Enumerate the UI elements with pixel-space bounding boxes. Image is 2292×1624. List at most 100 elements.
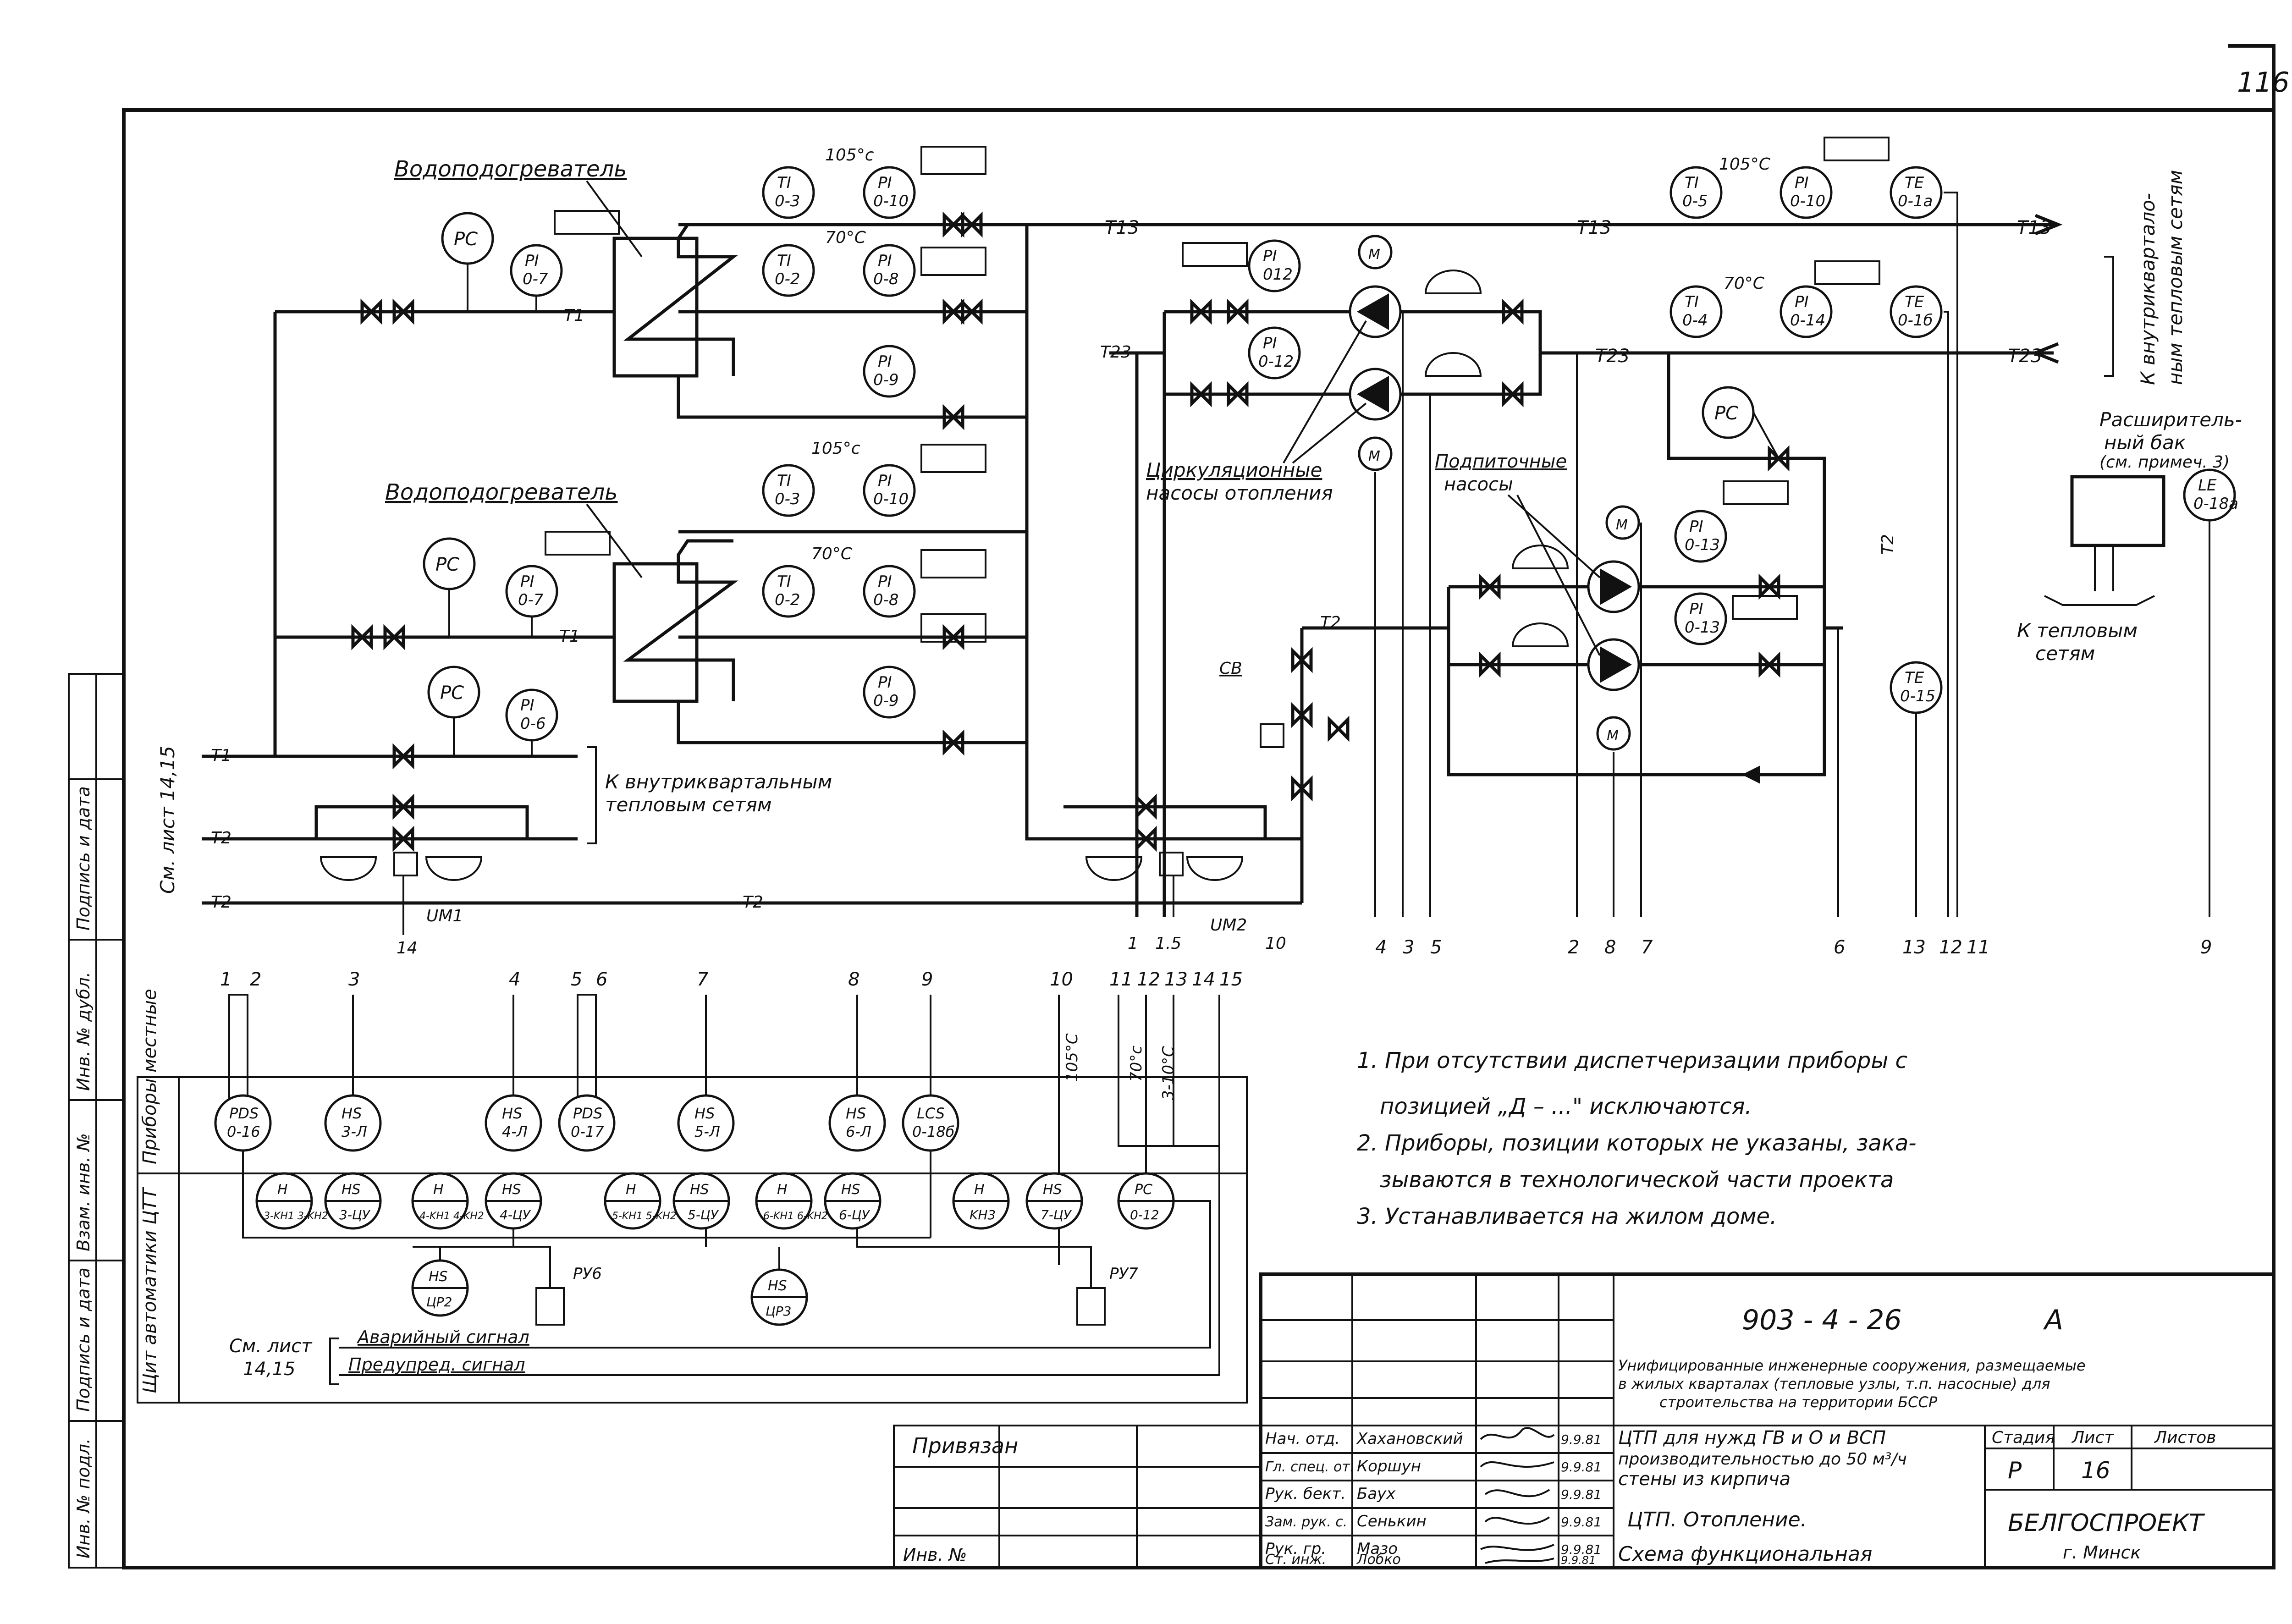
pi-0-12-tag: PI	[1263, 334, 1277, 352]
col-num-11: 11	[1109, 969, 1133, 990]
makeup-label-1: Подпиточные	[1435, 451, 1567, 472]
name-3: Сенькин	[1357, 1512, 1427, 1530]
motor-2-label: M	[1368, 448, 1380, 464]
ti-0-3-a-tag: TI	[777, 174, 791, 192]
n14-label: 14	[397, 939, 418, 958]
heater-1-label: Водоподогреватель	[394, 156, 627, 182]
motor-4	[1596, 716, 1631, 751]
cb-box	[1260, 723, 1284, 748]
pi-0-8-b-pos: 0-8	[873, 591, 899, 609]
note-3: 3. Устанавливается на жилом доме.	[1357, 1204, 1777, 1229]
heater-2: Водоподогреватель PC PI 0-7 T1 TI 0-3 PI…	[275, 439, 1109, 841]
ti-0-5-tag: TI	[1685, 174, 1699, 192]
to-networks-right-1: К внутриквартало-	[2137, 193, 2159, 385]
line-num-12: 12	[1939, 937, 1962, 958]
col-num-1: 1	[220, 969, 231, 990]
t2-label-c: T2	[743, 893, 763, 912]
ti-0-3-b	[762, 464, 815, 517]
pc-4-tag: PC	[1714, 403, 1738, 424]
note-1b: позицией „Д – ..." исключаются.	[1380, 1094, 1752, 1119]
py6-label: РУ6	[573, 1265, 602, 1283]
cv-valves	[1291, 647, 1350, 802]
circ-pumps-label-1: Циркуляционные	[1146, 459, 1322, 481]
placeholder-box	[1723, 480, 1789, 505]
pi-0-12	[1248, 326, 1301, 380]
h-kh3-pos: KH3	[970, 1207, 996, 1222]
ti-0-3-a-pos: 0-3	[775, 192, 800, 210]
hs-3-cu-tag: HS	[342, 1182, 361, 1198]
col-temp-70: 70°c	[1127, 1046, 1146, 1082]
relief-valves-left	[320, 856, 483, 881]
pump-arrow-1	[1357, 293, 1389, 330]
pds-0-17-tag: PDS	[573, 1105, 602, 1122]
ti-0-4-tag: TI	[1685, 293, 1699, 311]
cv-valve-main	[1135, 793, 1157, 852]
pi-012	[1248, 239, 1301, 292]
te-0-1a	[1890, 166, 1943, 219]
sheet-corner-number: 116	[2237, 66, 2290, 99]
relief-valves-bottom	[1085, 856, 1244, 881]
um2-label: UM2	[1210, 916, 1247, 935]
ti-0-5-pos: 0-5	[1682, 192, 1708, 210]
date-5: 9.9.81	[1561, 1554, 1596, 1567]
pi-0-10-b-pos: 0-10	[873, 490, 909, 508]
valve-a2	[942, 298, 983, 325]
line-num-4: 4	[1375, 937, 1387, 958]
date-4: 9.9.81	[1561, 1542, 1602, 1557]
temp-105-b: 105°c	[811, 439, 860, 458]
tank-label-3: (см. примеч. 3)	[2099, 453, 2230, 472]
t2-label-d: T2	[1320, 613, 1341, 632]
ti-0-2-b	[762, 565, 815, 618]
hs-5-cu-pos: 5-ЦУ	[688, 1207, 719, 1222]
ti-0-2-a	[762, 244, 815, 297]
t23-label-c: T23	[2008, 346, 2042, 367]
sheets-label: Листов	[2154, 1428, 2216, 1447]
pi-0-7-a-pos: 0-7	[523, 270, 548, 288]
cv-n15: 1.5	[1155, 934, 1181, 953]
hs-6-l-tag: HS	[846, 1105, 866, 1122]
py7-relay	[1076, 1287, 1106, 1326]
pds-0-16-pos: 0-16	[227, 1123, 260, 1140]
check-valves-makeup	[1511, 545, 1569, 647]
valve-a3	[942, 404, 964, 430]
warning-signal: Предупред. сигнал	[348, 1354, 525, 1375]
pi-0-9-b	[863, 666, 916, 719]
date-0: 9.9.81	[1561, 1432, 1602, 1447]
makeup-label-2: насосы	[1444, 474, 1513, 495]
note-2a: 2. Приборы, позиции которых не указаны, …	[1357, 1130, 1917, 1156]
placeholder-box	[1732, 595, 1798, 620]
pi-0-10-c-tag: PI	[1795, 174, 1809, 192]
hs-4-l-tag: HS	[502, 1105, 522, 1122]
project-desc-3: строительства на территории БССР	[1659, 1393, 1938, 1411]
hs-3-cu-pos: 3-ЦУ	[339, 1207, 371, 1222]
lcs-0-18b-pos: 0-18б	[912, 1123, 954, 1140]
le-tag: LE	[2198, 476, 2217, 495]
pi-0-8-a	[863, 244, 916, 297]
makeup-valves	[1479, 573, 1780, 678]
hs-4-cu-tag: HS	[502, 1182, 521, 1198]
pi-0-9-a	[863, 345, 916, 398]
h-3-kh-tag: H	[277, 1182, 288, 1198]
to-networks-left-2: тепловым сетям	[605, 793, 772, 816]
valve-b2	[942, 624, 964, 650]
col-num-10: 10	[1050, 969, 1073, 990]
inv-no-label: Инв. №	[903, 1545, 967, 1565]
valve-a1	[942, 211, 983, 238]
hs-6-l-pos: 6-Л	[846, 1123, 871, 1140]
pi-0-14	[1780, 285, 1833, 338]
motor-1	[1358, 235, 1393, 270]
corner-box	[2228, 44, 2275, 110]
col-num-8: 8	[848, 969, 860, 990]
col-num-12: 12	[1137, 969, 1160, 990]
motor-4-label: M	[1607, 728, 1619, 744]
placeholder-box	[920, 146, 986, 175]
pi-0-10-c-pos: 0-10	[1790, 192, 1825, 210]
hs-4-l-pos: 4-Л	[502, 1123, 528, 1140]
hs-5-cu-tag: HS	[690, 1182, 709, 1198]
object-2: производительностью до 50 м³/ч	[1618, 1450, 1907, 1469]
to-networks-left-1: К внутриквартальным	[605, 771, 832, 793]
stage-value: Р	[2008, 1457, 2022, 1484]
pump-valves	[1190, 298, 1524, 407]
col-num-4: 4	[509, 969, 520, 990]
valve-pair-a	[360, 298, 414, 325]
